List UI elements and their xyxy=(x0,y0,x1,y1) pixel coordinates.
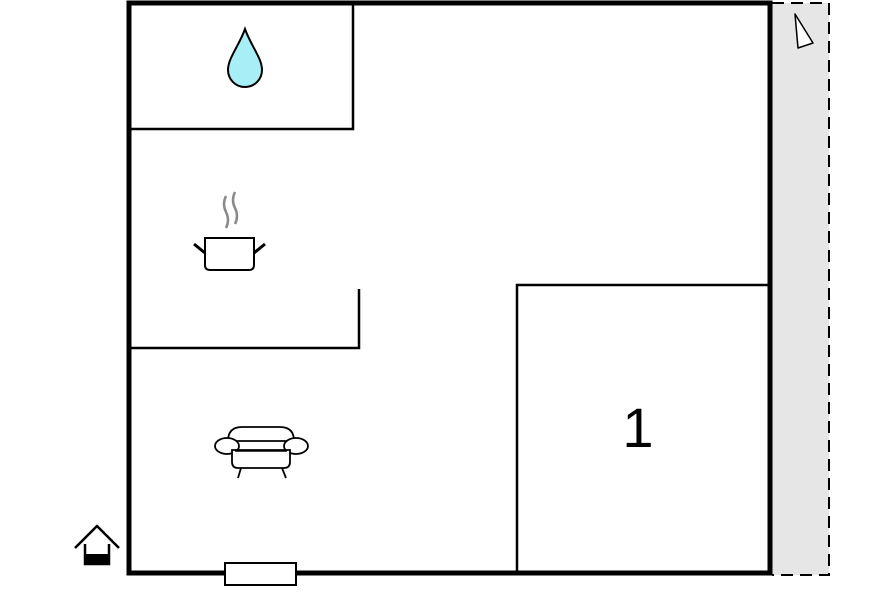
sofa-icon xyxy=(214,426,309,479)
cooking-pot-icon xyxy=(193,191,266,271)
kitchen-wall xyxy=(129,289,361,350)
terrace-flag-icon xyxy=(794,13,814,49)
bathroom-wall xyxy=(129,3,355,131)
terrace xyxy=(772,2,830,576)
bedroom-number-label: 1 xyxy=(622,396,653,459)
window xyxy=(224,562,297,586)
outer-wall xyxy=(126,0,773,576)
entrance-house-icon xyxy=(74,524,120,566)
water-drop-icon xyxy=(226,25,264,88)
bedroom-wall xyxy=(515,283,770,573)
